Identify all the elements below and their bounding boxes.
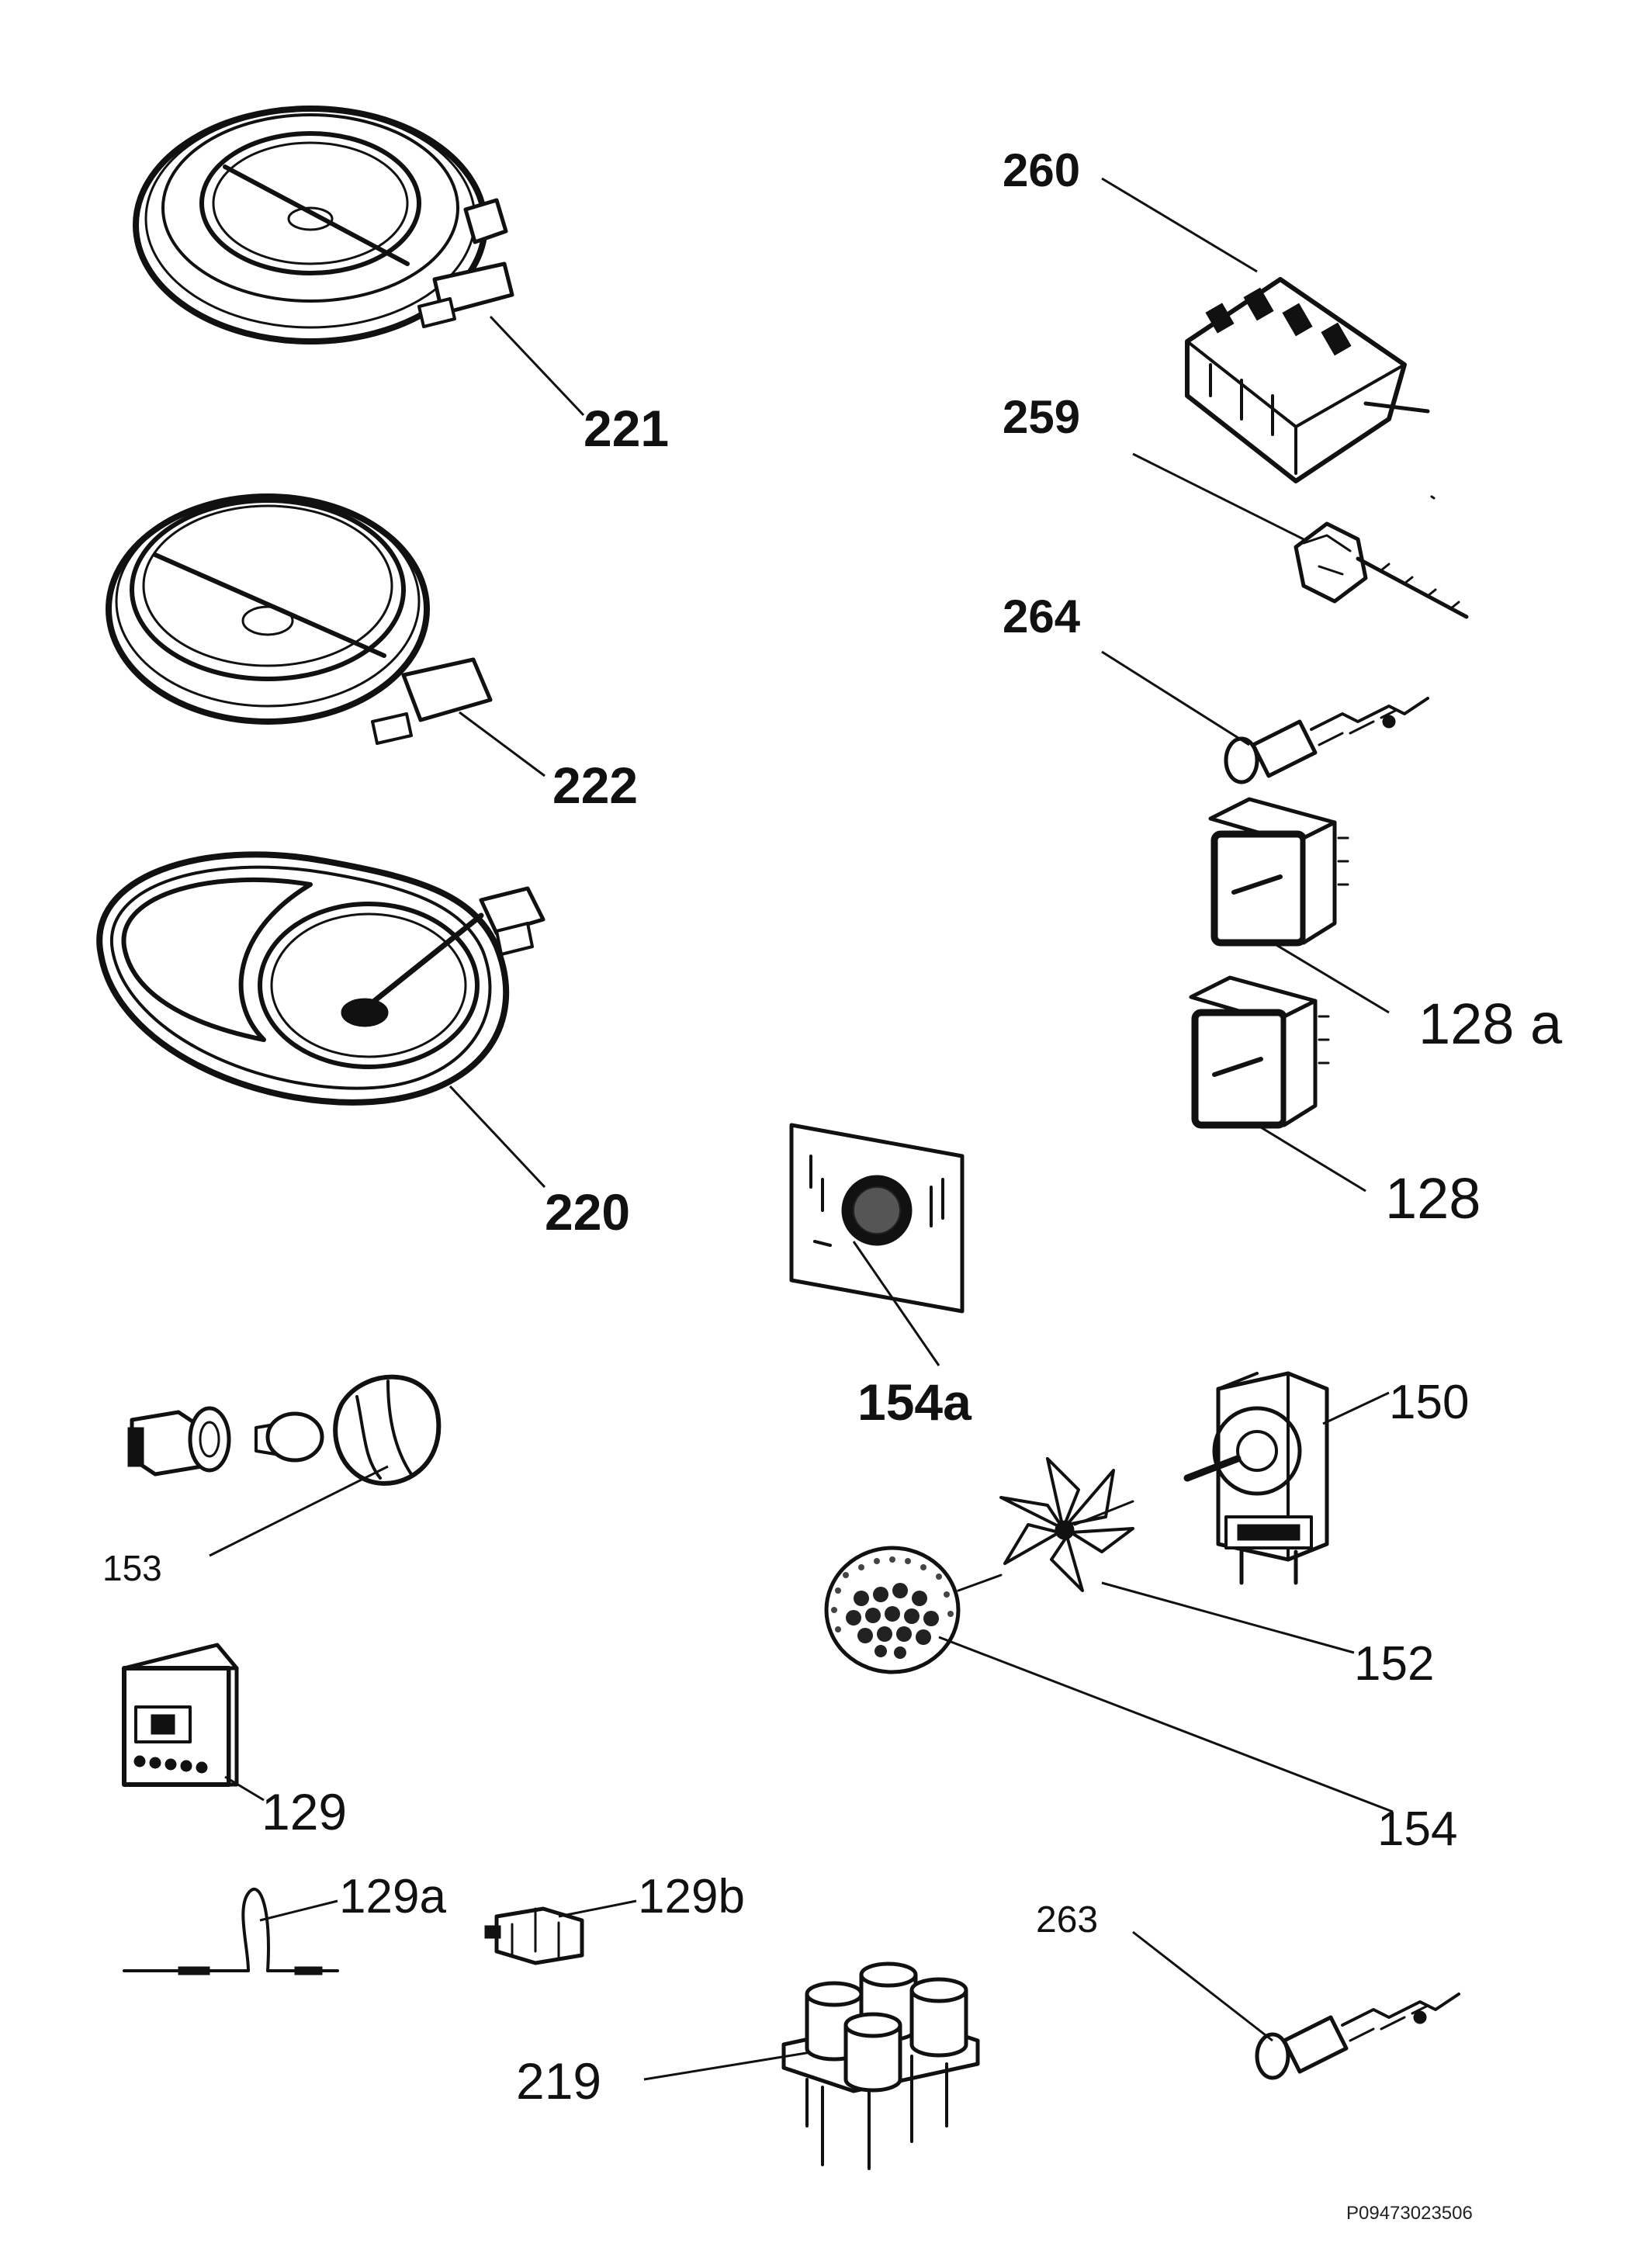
part-129a-sensor-cable xyxy=(123,1887,339,1975)
part-221-hob-element xyxy=(133,106,514,344)
label-128: 128 xyxy=(1385,1166,1481,1231)
leader-221 xyxy=(489,315,585,417)
label-129b: 129b xyxy=(638,1870,745,1923)
leader-150 xyxy=(1322,1391,1390,1425)
label-263: 263 xyxy=(1036,1899,1098,1941)
part-259-thermostat xyxy=(1294,495,1469,619)
part-219-capacitor-block xyxy=(781,1961,980,2170)
label-259: 259 xyxy=(1003,391,1080,443)
part-128-energy-regulator xyxy=(1189,975,1330,1129)
leader-259 xyxy=(1132,452,1304,541)
label-221: 221 xyxy=(584,400,669,457)
part-152-fan-blade xyxy=(999,1457,1134,1592)
part-154a-control-board xyxy=(789,1123,965,1314)
label-264: 264 xyxy=(1003,590,1081,642)
label-153: 153 xyxy=(102,1548,162,1588)
part-263-switch xyxy=(1255,1993,1460,2080)
part-264-switch xyxy=(1224,697,1429,784)
label-260: 260 xyxy=(1003,144,1080,196)
part-150-fan-motor xyxy=(1183,1371,1329,1585)
label-154a: 154a xyxy=(857,1373,972,1431)
leader-129a xyxy=(259,1899,338,1922)
label-219: 219 xyxy=(516,2052,601,2110)
part-128a-energy-regulator xyxy=(1208,797,1349,947)
leader-129 xyxy=(224,1775,265,1802)
label-150: 150 xyxy=(1389,1376,1469,1429)
label-129: 129 xyxy=(261,1783,347,1840)
part-260-selector-switch xyxy=(1185,277,1430,483)
part-153-oven-lamp xyxy=(127,1374,442,1486)
leader-152 xyxy=(1101,1581,1355,1654)
leader-219 xyxy=(643,2051,812,2081)
leader-263 xyxy=(1132,1930,1273,2042)
leader-128a xyxy=(1272,941,1390,1014)
leader-222 xyxy=(459,711,545,777)
label-152: 152 xyxy=(1354,1637,1434,1691)
leader-153 xyxy=(209,1465,389,1557)
part-129b-relay xyxy=(484,1906,584,1965)
label-129a: 129a xyxy=(339,1870,446,1923)
part-222-hob-element xyxy=(106,493,493,745)
part-129-timer xyxy=(122,1643,239,1787)
leader-154 xyxy=(938,1636,1394,1813)
leader-129b xyxy=(558,1899,637,1918)
leader-128 xyxy=(1256,1124,1366,1193)
leader-264 xyxy=(1101,650,1250,746)
part-154-fan-cover xyxy=(824,1546,1003,1674)
leader-220 xyxy=(448,1085,546,1189)
leader-154a xyxy=(852,1241,940,1366)
reference-code: P09473023506 xyxy=(1346,2203,1473,2224)
leader-260 xyxy=(1101,177,1258,273)
label-128a: 128 a xyxy=(1418,992,1563,1056)
label-222: 222 xyxy=(552,757,638,814)
label-220: 220 xyxy=(545,1183,630,1241)
label-154: 154 xyxy=(1377,1802,1457,1856)
part-220-hob-element xyxy=(96,851,545,1106)
